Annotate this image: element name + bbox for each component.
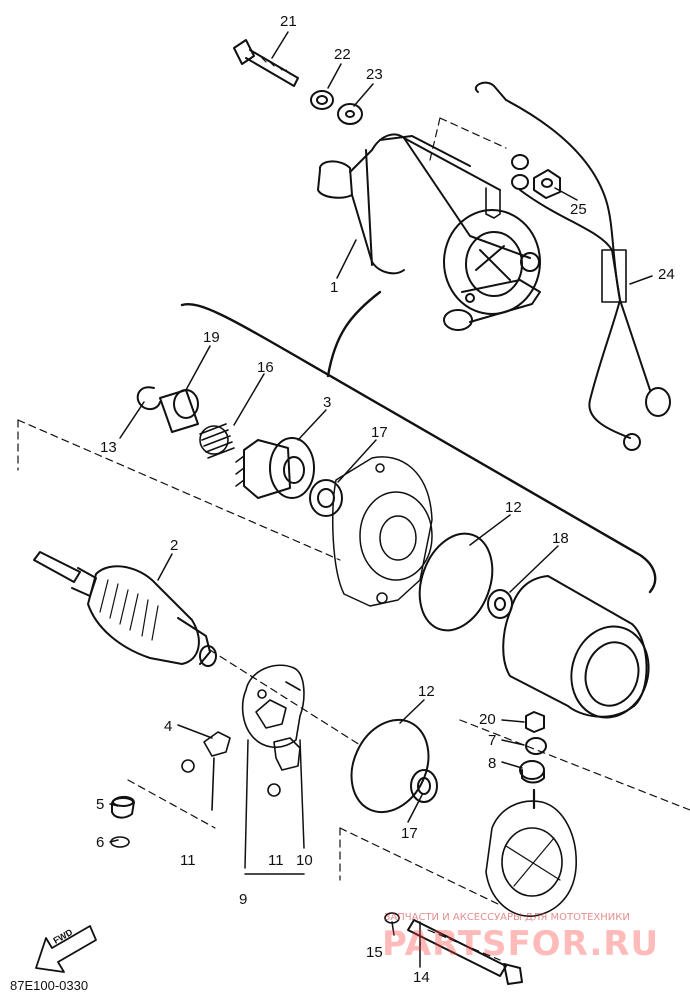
yoke-housing — [502, 575, 650, 719]
callout-11-right: 11 — [268, 852, 284, 869]
callout-21: 21 — [280, 13, 297, 30]
callout-7: 7 — [488, 732, 497, 749]
washer-17-upper — [309, 479, 343, 517]
washer-22 — [310, 90, 334, 110]
callout-12-lower: 12 — [418, 683, 435, 700]
insulator-8 — [519, 760, 545, 784]
watermark-brand: PARTSFOR.RU — [382, 924, 660, 964]
bushing-19 — [159, 389, 199, 433]
o-ring-12-lower — [350, 718, 430, 814]
fwd-arrow-icon — [35, 925, 97, 973]
rear-cover — [485, 788, 577, 917]
o-ring-12-upper — [418, 532, 494, 632]
brush-4 — [181, 731, 231, 811]
callout-5: 5 — [96, 796, 105, 813]
bolt-21 — [233, 39, 299, 87]
washer-6 — [110, 836, 130, 848]
brush-plate-9 — [241, 664, 305, 771]
callout-14: 14 — [413, 969, 430, 986]
callout-22: 22 — [334, 46, 351, 63]
pinion-gear-3 — [235, 437, 315, 499]
leader-lines — [109, 31, 653, 968]
callout-16: 16 — [257, 359, 274, 376]
callout-20: 20 — [479, 711, 496, 728]
washer-17-lower — [410, 769, 438, 803]
callout-12-upper: 12 — [505, 499, 522, 516]
callout-3: 3 — [323, 394, 332, 411]
armature-2 — [33, 551, 217, 667]
callout-24: 24 — [658, 266, 675, 283]
assembly-bracket — [180, 303, 657, 594]
callout-1: 1 — [330, 279, 339, 296]
nut-25 — [533, 169, 561, 199]
callout-23: 23 — [366, 66, 383, 83]
callout-17-upper: 17 — [371, 424, 388, 441]
callout-6: 6 — [96, 834, 105, 851]
callout-15: 15 — [366, 944, 383, 961]
watermark-tagline: ЗАПЧАСТИ И АКСЕССУАРЫ ДЛЯ МОТОТЕХНИКИ — [384, 912, 630, 923]
callout-13: 13 — [100, 439, 117, 456]
terminal-washer — [511, 154, 529, 190]
starter-motor-1 — [317, 133, 541, 331]
callout-18: 18 — [552, 530, 569, 547]
through-bolt-14 — [407, 919, 523, 985]
washer-15 — [384, 912, 400, 924]
screw-10 — [267, 783, 281, 797]
bracket-pointer — [326, 290, 382, 378]
nut-5 — [111, 796, 135, 819]
callout-2: 2 — [170, 537, 179, 554]
washer-7 — [525, 737, 547, 755]
callout-8: 8 — [488, 755, 497, 772]
front-cover — [331, 456, 433, 607]
circlip-13 — [136, 386, 161, 410]
callout-11-left: 11 — [180, 852, 196, 869]
callout-9: 9 — [239, 891, 248, 908]
callout-4: 4 — [164, 718, 173, 735]
washer-23 — [337, 103, 363, 125]
terminal-nut-20 — [525, 711, 545, 733]
callout-17-lower: 17 — [401, 825, 418, 842]
lead-wire-24 — [475, 81, 671, 451]
diagram-code: 87E100-0330 — [10, 978, 89, 993]
callout-10: 10 — [296, 852, 313, 869]
callout-19: 19 — [203, 329, 220, 346]
callout-25: 25 — [570, 201, 587, 218]
spring-16 — [199, 423, 235, 459]
